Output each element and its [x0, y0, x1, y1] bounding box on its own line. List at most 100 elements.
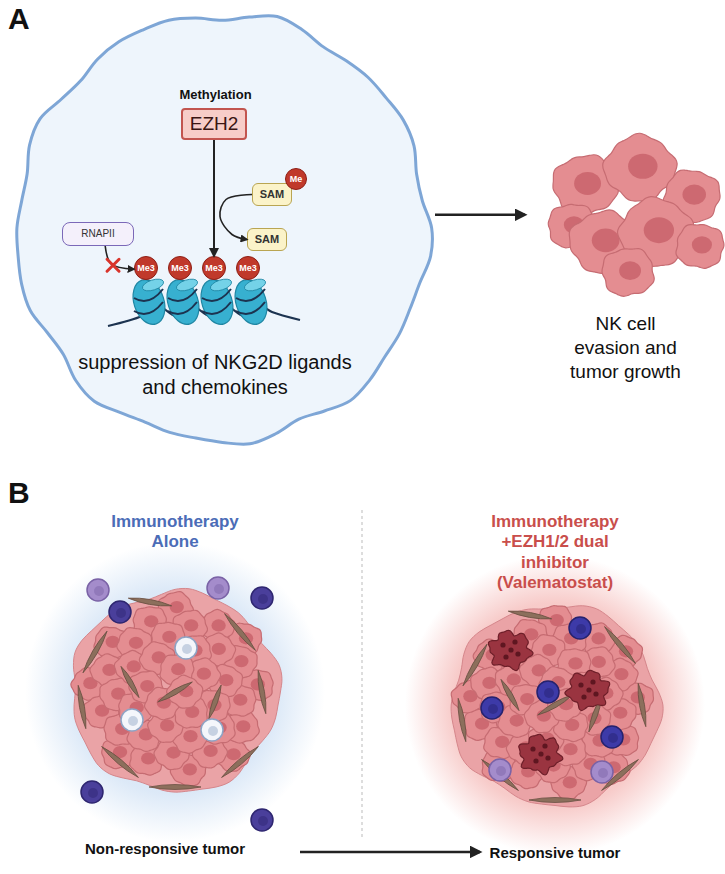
tumor-glow	[405, 555, 705, 855]
panel-divider	[362, 510, 363, 838]
fibroblast	[149, 785, 201, 790]
fibroblast	[529, 798, 581, 803]
fibroblast	[100, 745, 140, 780]
panel-letter: B	[8, 476, 30, 511]
tumor-panel: Immunotherapy +EZH1/2 dual inhibitor (Va…	[480, 508, 630, 864]
apoptotic-body	[542, 743, 547, 748]
cell-membrane-outline	[17, 16, 433, 445]
node-text: NK cell evasion and tumor growth	[563, 312, 688, 383]
node-text: SAM	[248, 229, 286, 250]
immune-cell-core	[94, 586, 104, 596]
dead-tumor-cell	[565, 670, 610, 710]
cell-nucleus	[236, 720, 250, 732]
node-text: RNAPII	[63, 223, 133, 245]
cell-nucleus	[212, 643, 226, 655]
fibroblast	[508, 609, 552, 622]
cell-nucleus	[644, 217, 674, 243]
process-label: Methylation	[168, 88, 263, 103]
fibroblast	[119, 665, 141, 699]
fibroblast	[223, 612, 258, 652]
cell-nucleus	[628, 154, 657, 179]
fibroblast	[81, 630, 109, 674]
enzyme-box: EZH2	[181, 108, 247, 140]
apoptotic-body	[545, 755, 550, 760]
dna-wrap	[202, 289, 231, 301]
node-text: suppression of NKG2D ligands and chemoki…	[65, 350, 365, 400]
nk-cell-core	[576, 624, 586, 634]
cell-nucleus	[542, 644, 556, 656]
dna-wrap	[134, 302, 163, 314]
cell-nucleus	[183, 730, 197, 742]
node-text: Me3	[203, 257, 225, 279]
fibroblast	[206, 684, 223, 720]
tumor-mass	[451, 606, 663, 807]
polymerase-box: RNAPII	[62, 222, 134, 246]
apoptotic-body	[590, 679, 595, 684]
node-text: Me3	[135, 257, 157, 279]
tumor-glow	[25, 542, 325, 842]
nucleosome	[196, 275, 239, 328]
cell-nucleus	[682, 185, 706, 205]
cell-nucleus	[591, 632, 605, 644]
cell-nucleus	[127, 660, 141, 672]
cell-nucleus	[619, 261, 641, 280]
block-mark	[107, 259, 119, 271]
cell-nucleus	[129, 637, 143, 649]
dna-wrap	[236, 289, 265, 301]
cell-nucleus	[160, 719, 174, 731]
dead-tumor-cell	[488, 630, 533, 670]
nk-cell-core	[258, 816, 268, 826]
cell-nucleus	[197, 668, 211, 680]
node-text: Immunotherapy +EZH1/2 dual inhibitor (Va…	[480, 512, 630, 594]
apoptotic-body	[581, 694, 586, 699]
fibroblast	[456, 698, 469, 742]
immune-cell	[87, 579, 109, 601]
methyl-group: Me	[285, 168, 307, 190]
immune-cell-core	[182, 644, 192, 654]
apoptotic-body	[515, 651, 520, 656]
node-text: EZH2	[183, 110, 245, 138]
nk-cell-core	[488, 704, 498, 714]
immune-cell	[175, 637, 197, 659]
arrow-connector	[300, 851, 480, 854]
apoptotic-body	[508, 647, 513, 652]
dna-wrap	[168, 289, 197, 301]
immune-cell-core	[496, 766, 506, 776]
tumor-mass	[73, 588, 282, 792]
cell-nucleus	[141, 752, 155, 764]
dead-tumor-cell	[519, 734, 563, 775]
nk-cell	[109, 601, 131, 623]
immune-cell	[121, 709, 143, 731]
tumor-cell	[676, 225, 724, 269]
apoptotic-body	[500, 642, 505, 647]
nk-cell-core	[608, 733, 618, 743]
cofactor-box: SAM	[252, 183, 292, 206]
cell-nucleus	[614, 668, 628, 680]
nk-cell-core	[544, 688, 554, 698]
tumor-panel: Immunotherapy AloneNon-responsive tumor	[50, 508, 300, 864]
tumor-illustration	[548, 133, 724, 296]
apoptotic-body	[538, 751, 543, 756]
cell-nucleus	[507, 673, 521, 685]
cell-nucleus	[592, 228, 620, 252]
nucleosome	[230, 275, 273, 328]
cell-nucleus	[613, 707, 627, 719]
cell-nucleus	[520, 693, 534, 705]
fibroblast	[480, 758, 520, 793]
nucleosome	[128, 275, 171, 328]
chromatin	[108, 275, 300, 328]
apoptotic-body	[503, 654, 508, 659]
apoptotic-body	[530, 746, 535, 751]
immune-cell	[489, 759, 511, 781]
nk-cell	[81, 781, 103, 803]
fibroblast	[636, 683, 649, 727]
histone-mark: Me3	[134, 256, 158, 280]
cell-nucleus	[170, 601, 184, 613]
apoptotic-body	[512, 639, 517, 644]
apoptotic-body	[586, 687, 591, 692]
arrow-connector	[105, 246, 134, 269]
node-caption: Responsive tumor	[470, 844, 640, 862]
